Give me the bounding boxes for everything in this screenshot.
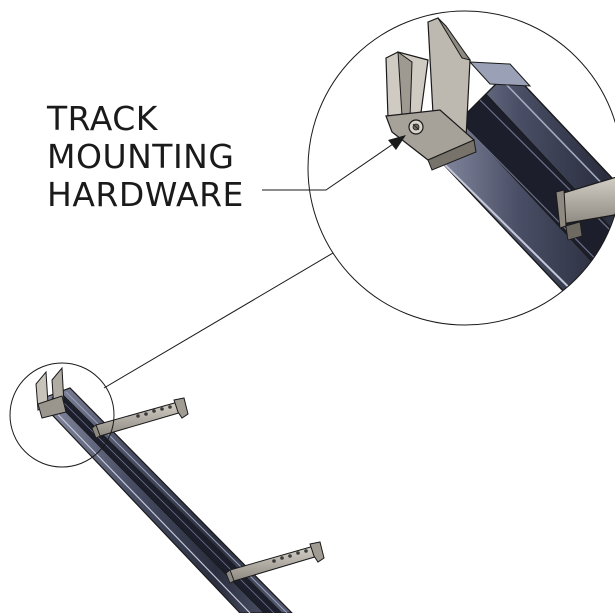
side-bracket-upper	[91, 397, 189, 439]
callout-line-3: HARDWARE	[47, 175, 244, 214]
side-bracket-lower	[225, 541, 325, 584]
detail-circle-zoom	[307, 10, 615, 326]
callout-line-2: MOUNTING	[47, 137, 234, 176]
callout-line-1: TRACK	[46, 99, 159, 138]
detail-leader-line	[103, 252, 334, 389]
callout-arrow	[262, 135, 406, 191]
callout-label: TRACK MOUNTING HARDWARE	[46, 99, 244, 214]
detail-circle-small	[9, 362, 115, 468]
main-track	[36, 387, 293, 613]
end-mount-bracket	[35, 366, 67, 419]
